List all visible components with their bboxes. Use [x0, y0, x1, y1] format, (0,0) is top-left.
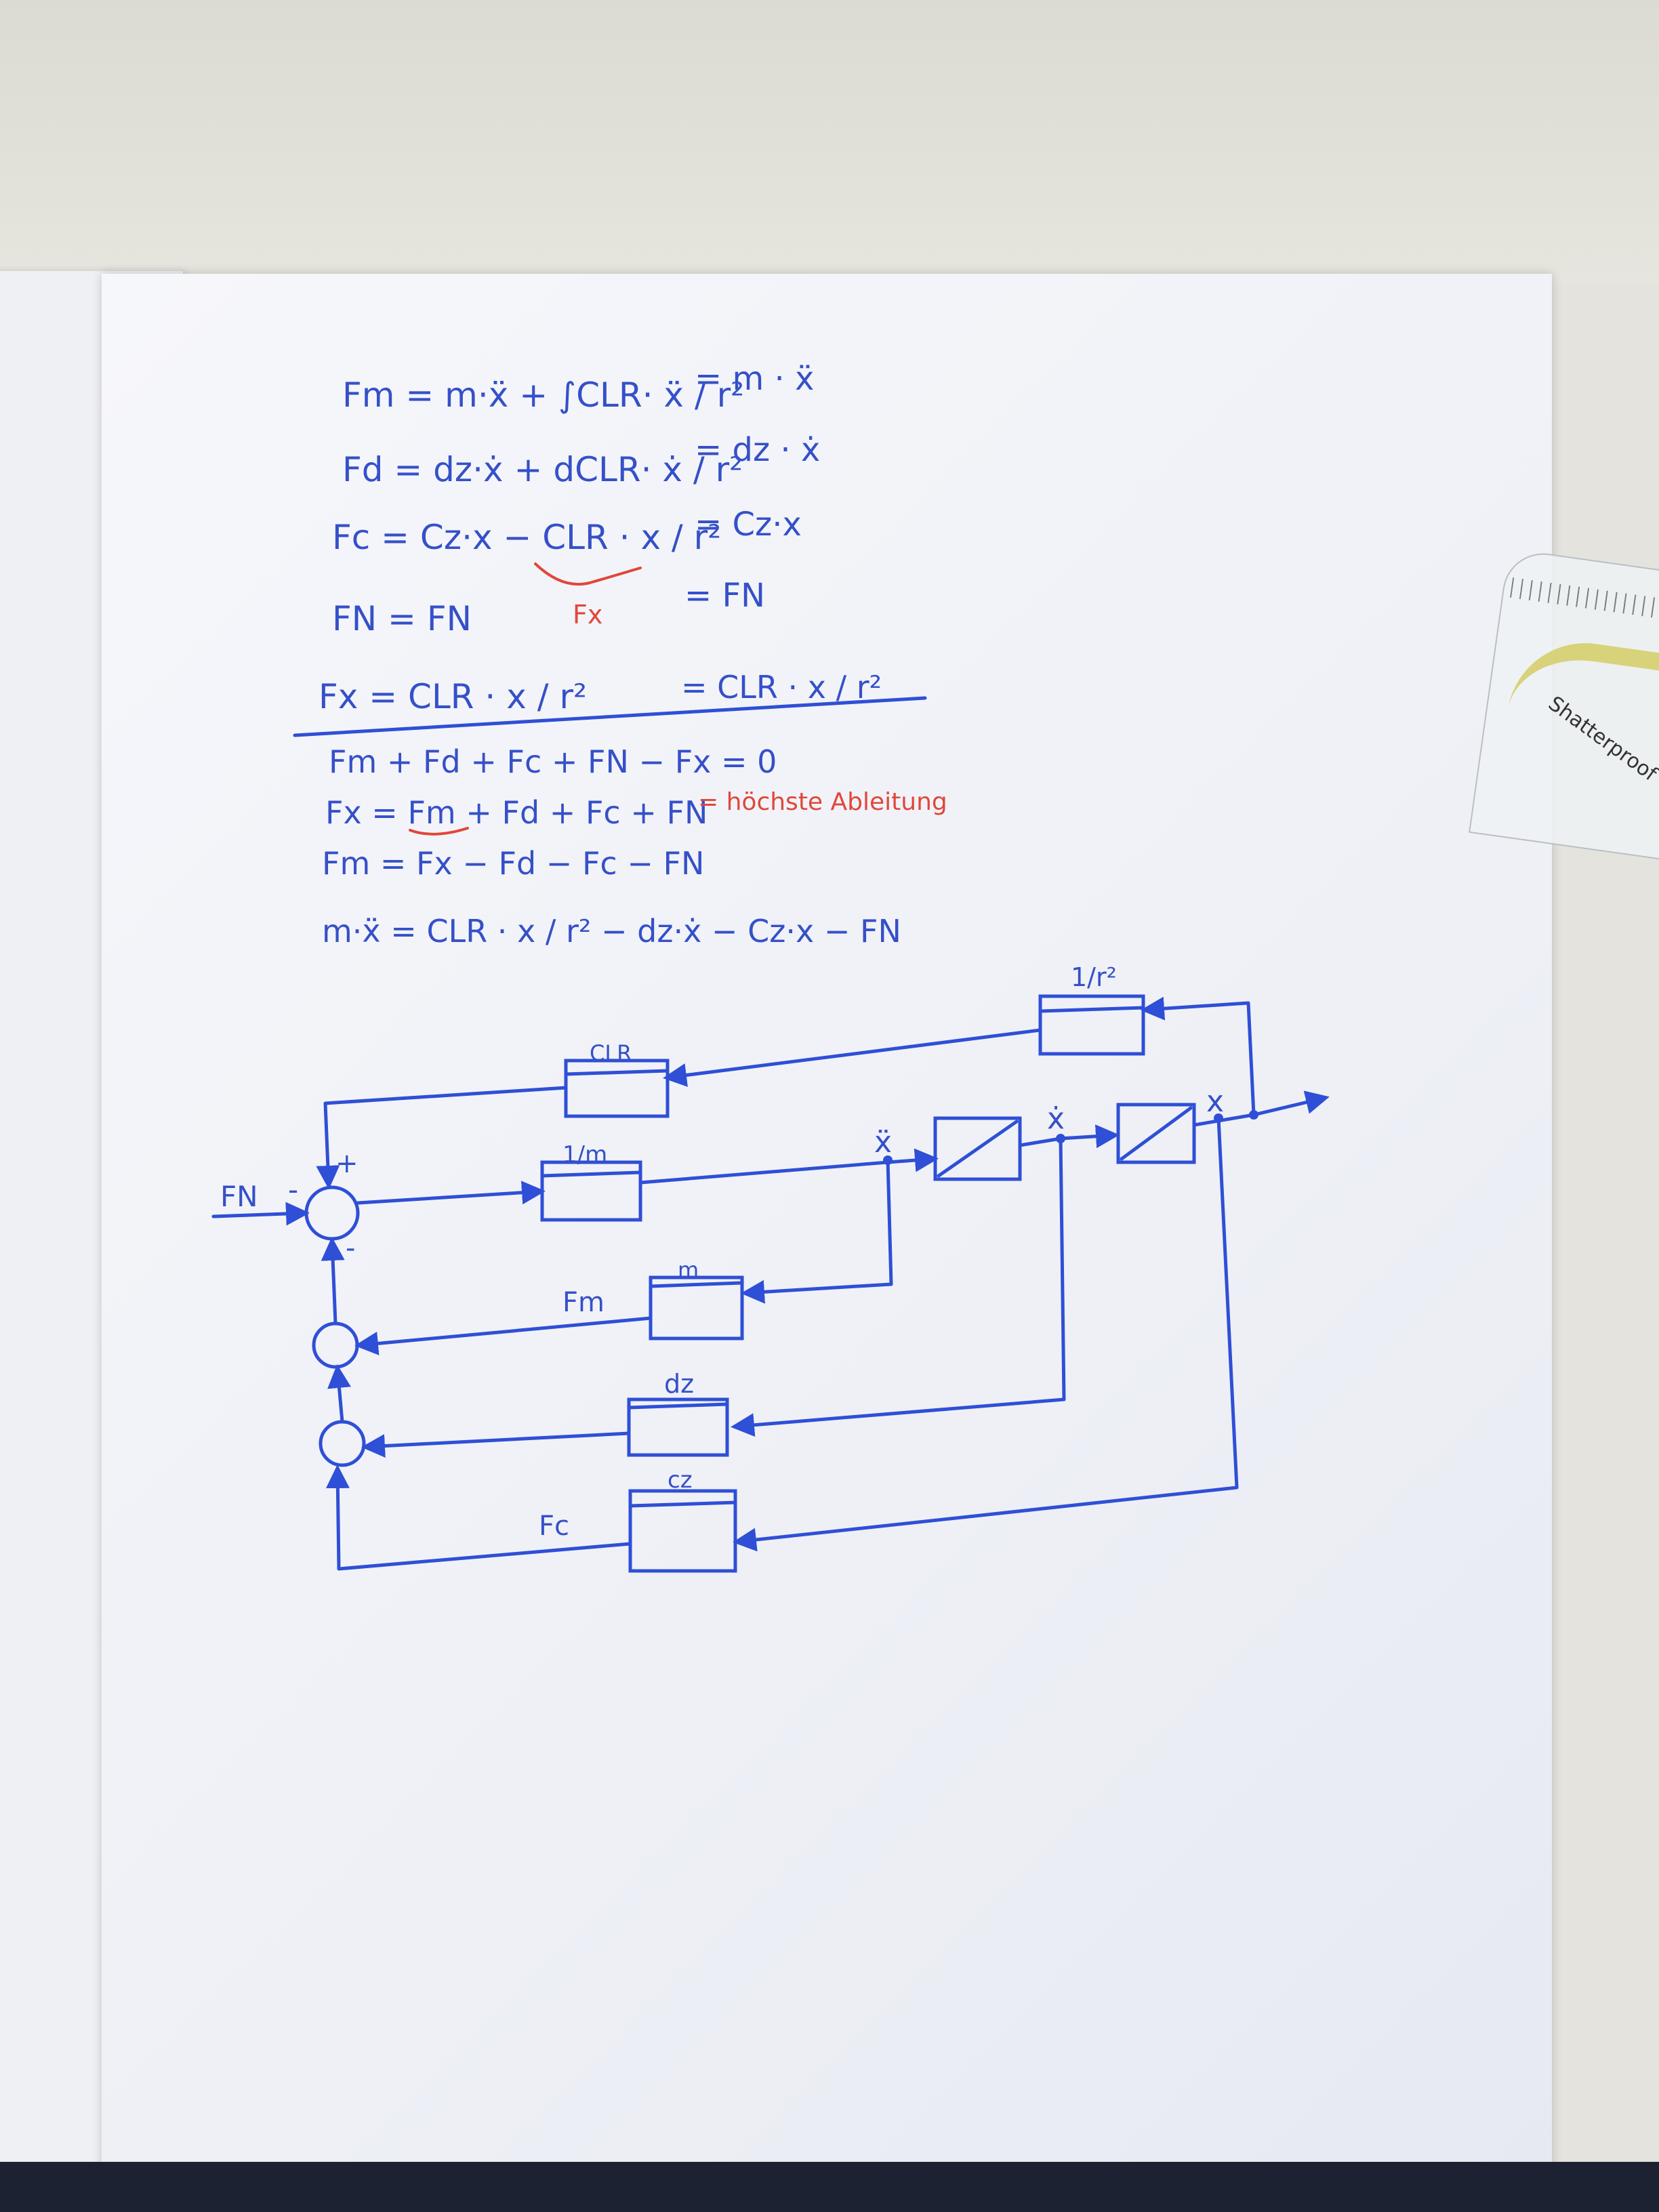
eq4-left: FN = FN [332, 599, 472, 638]
signal-x-label: x [1206, 1084, 1224, 1119]
block-m-bar [649, 1281, 744, 1288]
eq5-left: Fx = CLR · x / r² [319, 677, 587, 716]
signal-fm-label: Fm [562, 1287, 605, 1318]
eq2-left: Fd = dz·ẋ + dCLR· ẋ / r² [342, 450, 743, 489]
arrow-to-1-over-m [356, 1181, 546, 1205]
sign-minus-left: - [288, 1173, 298, 1206]
arrow-clr-to-junction [316, 1086, 568, 1189]
block-m [649, 1275, 744, 1340]
signal-fc-label: Fc [539, 1511, 569, 1542]
block-cz-label: cz [668, 1467, 693, 1494]
arrow-fm-to-junction [354, 1316, 653, 1355]
arrow-dz-to-junction [361, 1431, 631, 1458]
summing-junction-3 [319, 1420, 366, 1467]
block-dz-label: dz [664, 1369, 694, 1399]
summing-junction-2 [312, 1322, 359, 1369]
arrow-to-clr [663, 1028, 1042, 1087]
paper-sheet [102, 274, 1552, 2177]
eq3-left: Fc = Cz·x − CLR · x / r² [332, 518, 721, 557]
arrow-fc-to-junction [325, 1465, 632, 1571]
block-cz-bar [628, 1500, 737, 1508]
sum-eq-4: m·ẍ = CLR · x / r² − dz·ẋ − Cz·x − FN [322, 913, 901, 949]
eq2-right: = dz · ẋ [695, 431, 820, 469]
sum-eq-2: Fx = Fm + Fd + Fc + FN [325, 794, 708, 831]
integrator-1-slash [937, 1120, 1019, 1178]
block-1-over-r2-bar [1038, 1006, 1145, 1013]
arrow-to-1-over-r2 [1141, 996, 1256, 1117]
block-dz-bar [627, 1402, 729, 1410]
arrow-junction2-to-main [321, 1237, 345, 1326]
block-m-label: m [678, 1257, 699, 1283]
input-fn-label: FN [220, 1180, 258, 1213]
brace-label: Fx [573, 600, 602, 630]
desk-edge [0, 2162, 1659, 2212]
sum-eq-3: Fm = Fx − Fd − Fc − FN [322, 845, 704, 882]
block-1-over-r2 [1038, 994, 1145, 1056]
arrow-to-block-dz [731, 1136, 1066, 1437]
sum-eq-1: Fm + Fd + Fc + FN − Fx = 0 [329, 743, 777, 780]
arrow-to-block-cz [733, 1116, 1239, 1552]
sum-eq-2-note: = höchste Ableitung [698, 788, 947, 816]
block-clr-bar [564, 1069, 670, 1076]
separator-line [293, 696, 927, 737]
sign-minus-bottom: - [346, 1233, 355, 1264]
fm-underline [409, 827, 469, 836]
wall-background [0, 0, 1659, 285]
eq4-right: = FN [684, 577, 765, 615]
arrow-to-block-m [741, 1158, 893, 1304]
summing-junction-main [304, 1185, 360, 1241]
arrow-junction3-to-2 [327, 1364, 351, 1424]
signal-xdot-label: ẋ [1047, 1101, 1065, 1136]
block-dz [627, 1397, 729, 1457]
arrow-to-integrator-2 [1018, 1124, 1120, 1149]
sign-plus-top: + [335, 1148, 359, 1179]
input-fn-arrow [211, 1202, 310, 1226]
integrator-2-slash [1120, 1106, 1193, 1161]
block-clr [564, 1059, 670, 1118]
eq3-right: = Cz·x [695, 506, 802, 544]
block-1-over-m [540, 1160, 642, 1222]
block-clr-label: CLR [590, 1040, 632, 1066]
block-1-over-m-label: 1/m [562, 1141, 607, 1168]
block-1-over-m-bar [540, 1170, 642, 1178]
eq5-right: = CLR · x / r² [681, 669, 882, 705]
brace-underline [534, 562, 642, 586]
signal-xddot-label: ẍ [874, 1125, 892, 1160]
eq1-left: Fm = m·ẍ + ∫CLR· ẍ / r² [342, 375, 744, 415]
eq1-right: = m · ẍ [695, 360, 814, 398]
block-1-over-r2-label: 1/r² [1071, 962, 1117, 992]
